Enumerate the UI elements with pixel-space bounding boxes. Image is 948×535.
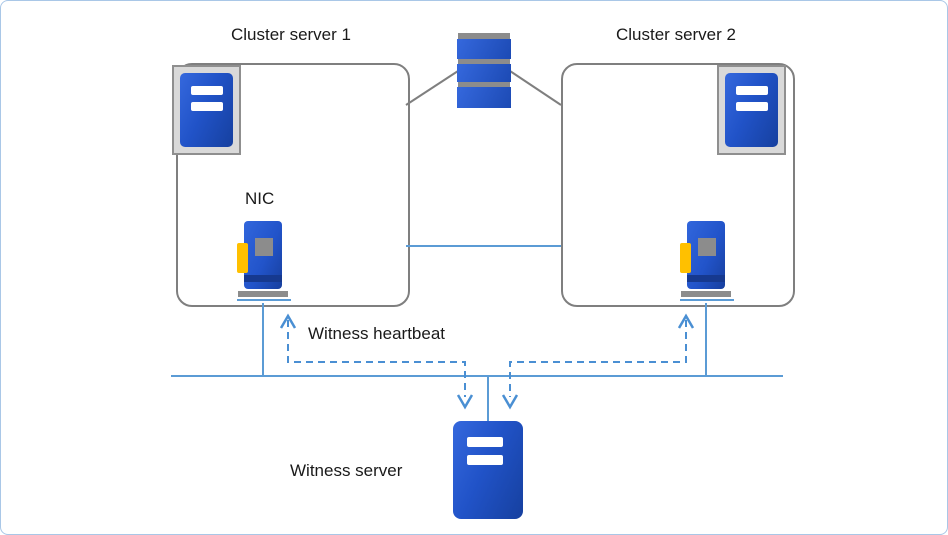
- cluster1-server-frame: [172, 65, 241, 155]
- storage-cap: [458, 33, 510, 39]
- arrow-down-right-icon: [501, 394, 519, 410]
- witness-server-label: Witness server: [290, 461, 403, 480]
- storage-disk: [457, 64, 511, 82]
- nic1-icon: [234, 221, 292, 301]
- cluster2-server-frame: [717, 65, 786, 155]
- nic-base: [681, 291, 731, 297]
- storage-link-left-line: [405, 70, 459, 106]
- heartbeat-path-right: [509, 320, 687, 397]
- storage-divider: [458, 82, 510, 87]
- cluster2-server-icon: [725, 73, 778, 147]
- storage-divider: [458, 59, 510, 64]
- server-slot-bar: [467, 455, 503, 465]
- server-slot-bar: [735, 102, 768, 111]
- server-slot-bar: [190, 102, 223, 111]
- arrow-up-left-icon: [279, 313, 297, 329]
- nic-yellow-connector: [237, 243, 248, 273]
- arrow-down-left-icon: [456, 394, 474, 410]
- heartbeat-label: Witness heartbeat: [308, 324, 446, 343]
- storage-link-right-line: [509, 70, 562, 106]
- storage-disk: [457, 39, 511, 59]
- nic2-icon: [677, 221, 735, 301]
- witness-server-icon: [453, 421, 523, 519]
- cluster2-title: Cluster server 2: [616, 25, 736, 44]
- cluster1-server-icon: [180, 73, 233, 147]
- cluster1-title: Cluster server 1: [231, 25, 351, 44]
- nic-chip: [255, 238, 273, 256]
- nic-base: [238, 291, 288, 297]
- server-slot-bar: [467, 437, 503, 447]
- arrow-up-right-icon: [677, 313, 695, 329]
- server-slot-bar: [190, 86, 223, 95]
- server-slot-bar: [735, 86, 768, 95]
- shared-storage-icon: [457, 33, 511, 108]
- nic-label: NIC: [245, 189, 275, 208]
- storage-disk: [457, 87, 511, 108]
- nic-chip: [698, 238, 716, 256]
- nic-yellow-connector: [680, 243, 691, 273]
